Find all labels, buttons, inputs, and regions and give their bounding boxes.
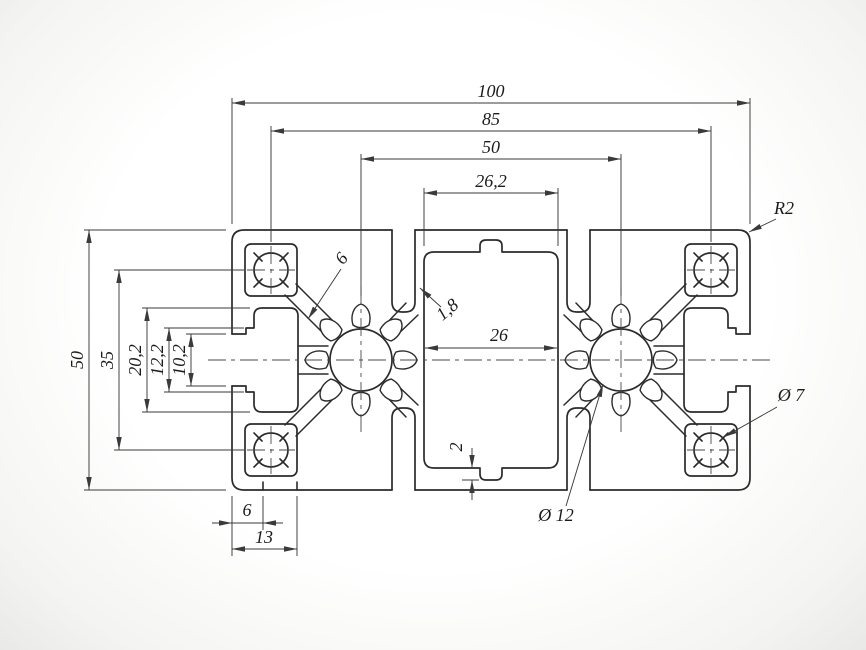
extension-lines [84,98,751,556]
end-slot-right [683,307,751,413]
outer-contour [231,229,751,491]
corner-boss-top-right [684,243,738,297]
dim-label-end-slot-mid: 12,2 [147,344,167,376]
dim-label-diag-slot: 6 [331,249,352,268]
dim-label-overall-height: 50 [67,351,87,369]
corner-boss-top-left [244,243,298,297]
slot-channel-bottom-left [391,407,416,491]
dim-label-core-dia: Ø 12 [537,505,574,525]
dim-label-corner-slot-offset: 6 [243,500,252,520]
dim-label-overall-width: 100 [478,81,505,101]
dim-label-corner-slot-far: 13 [255,527,273,547]
slot-channel-top-left [391,229,416,313]
dim-label-corner-spacing-h: 85 [482,109,500,129]
boss-slits [253,252,729,491]
dim-label-corner-spacing-v: 35 [97,351,117,370]
center-cavity [423,239,559,481]
dim-label-corner-radius: R2 [773,198,794,218]
dim-label-wall-thickness: 1,8 [432,295,462,325]
dim-label-end-slot-mouth: 10,2 [169,344,189,376]
dim-label-bottom-wall: 2 [446,443,466,452]
slot-channel-bottom-right [566,407,591,491]
corner-boss-bottom-left [244,423,298,477]
dim-label-cavity-width: 26 [490,325,508,345]
corner-boss-bottom-right [684,423,738,477]
dimension-lines [86,100,778,552]
dim-label-corner-dia: Ø 7 [777,385,805,405]
dim-label-end-slot-outer: 20,2 [125,344,145,376]
centerlines [208,246,774,474]
dim-label-core-spacing: 50 [482,137,500,157]
slot-channel-top-right [566,229,591,313]
dimension-labels: 100 85 50 26,2 50 35 20,2 12,2 10,2 6 1,… [67,81,805,547]
dim-label-top-slot-width: 26,2 [475,171,507,191]
